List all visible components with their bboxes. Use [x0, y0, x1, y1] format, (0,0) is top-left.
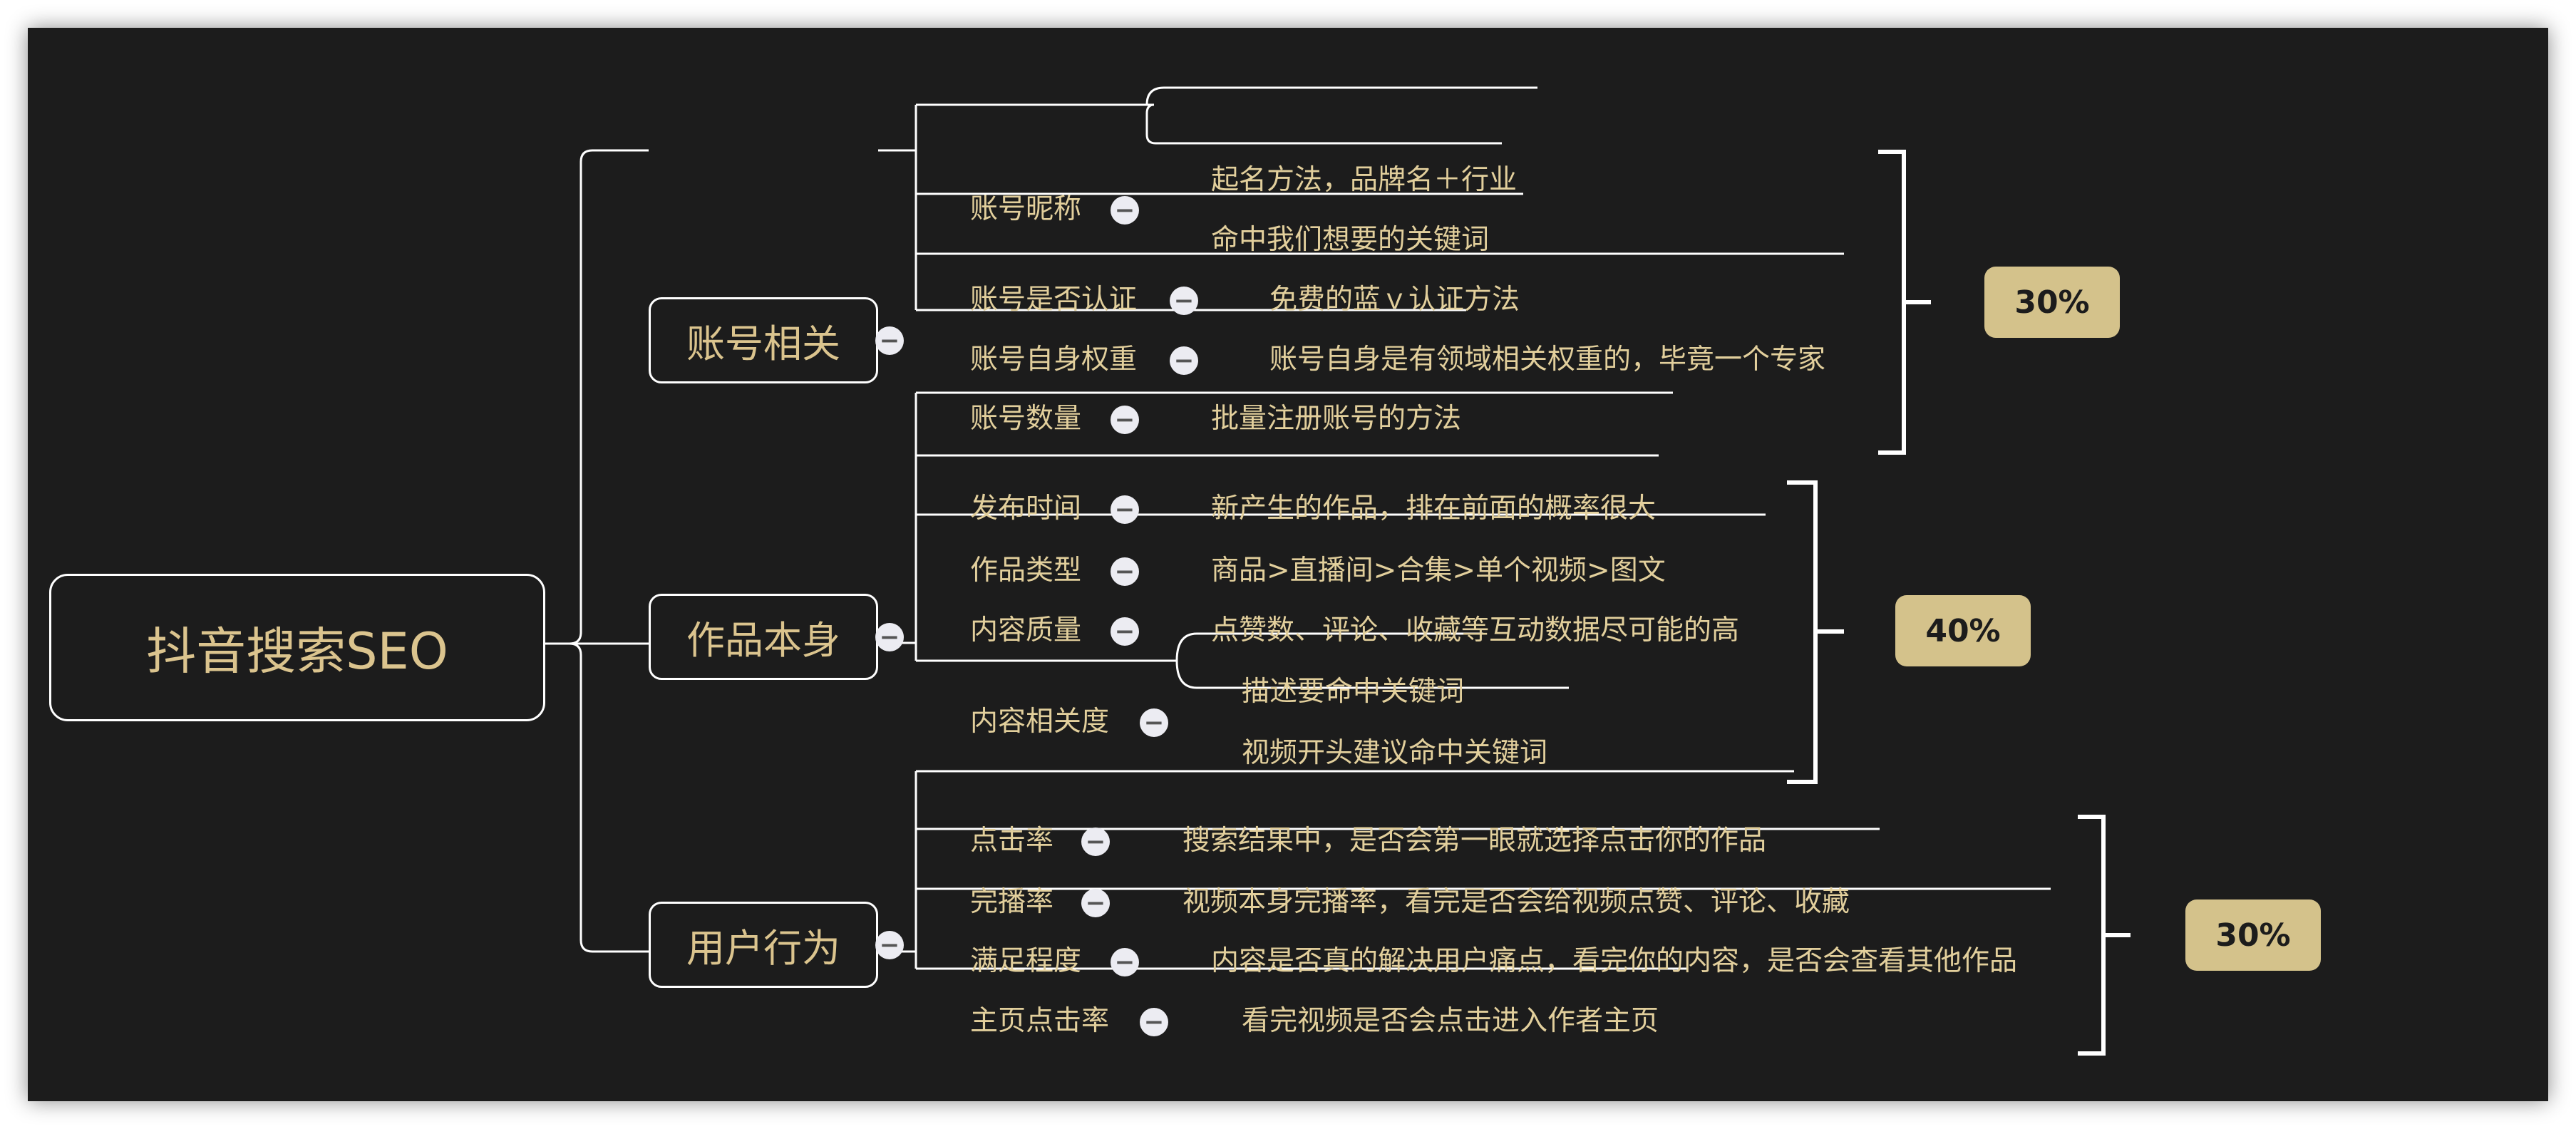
item-detail[interactable]: 视频本身完播率，看完是否会给视频点赞、评论、收藏	[1183, 886, 1850, 918]
collapse-icon[interactable]: −	[875, 326, 904, 355]
item-label[interactable]: 完播率	[970, 886, 1054, 918]
collapse-icon[interactable]: −	[1111, 495, 1139, 524]
collapse-icon[interactable]: −	[1111, 406, 1139, 434]
item-detail[interactable]: 免费的蓝ｖ认证方法	[1269, 284, 1520, 316]
item-label[interactable]: 账号自身权重	[970, 344, 1138, 376]
item-detail[interactable]: 命中我们想要的关键词	[1211, 224, 1490, 256]
collapse-icon[interactable]: −	[875, 623, 904, 651]
collapse-icon[interactable]: −	[1170, 287, 1198, 315]
item-detail[interactable]: 账号自身是有领域相关权重的，毕竟一个专家	[1269, 344, 1826, 376]
branch-node-user-behavior[interactable]: 用户行为	[649, 902, 878, 988]
item-detail[interactable]: 搜索结果中，是否会第一眼就选择点击你的作品	[1183, 825, 1767, 857]
item-label[interactable]: 账号数量	[970, 403, 1082, 435]
item-label[interactable]: 内容相关度	[970, 706, 1110, 738]
item-detail[interactable]: 新产生的作品，排在前面的概率很大	[1211, 493, 1657, 525]
collapse-icon[interactable]: −	[1140, 708, 1168, 737]
mindmap-canvas: 抖音搜索SEO 账号相关 作品本身 用户行为 − − − 账号昵称 − 起名方法…	[28, 28, 2548, 1101]
item-label[interactable]: 账号是否认证	[970, 284, 1138, 316]
item-label[interactable]: 点击率	[970, 825, 1054, 857]
branch-node-account[interactable]: 账号相关	[649, 297, 878, 383]
item-detail[interactable]: 描述要命中关键词	[1242, 676, 1465, 708]
collapse-icon[interactable]: −	[1111, 557, 1139, 586]
weight-badge-account: 30%	[1984, 267, 2120, 338]
collapse-icon[interactable]: −	[1170, 346, 1198, 375]
item-label[interactable]: 作品类型	[970, 555, 1082, 587]
connector-lines	[545, 86, 2131, 1056]
collapse-icon[interactable]: −	[875, 931, 904, 959]
collapse-icon[interactable]: −	[1081, 828, 1110, 856]
item-detail[interactable]: 起名方法，品牌名＋行业	[1211, 164, 1518, 196]
collapse-icon[interactable]: −	[1140, 1008, 1168, 1036]
collapse-icon[interactable]: −	[1111, 948, 1139, 976]
collapse-icon[interactable]: −	[1111, 617, 1139, 646]
item-detail[interactable]: 点赞数、评论、收藏等互动数据尽可能的高	[1211, 614, 1740, 646]
item-detail[interactable]: 看完视频是否会点击进入作者主页	[1242, 1005, 1659, 1037]
item-label[interactable]: 主页点击率	[970, 1005, 1110, 1037]
collapse-icon[interactable]: −	[1111, 196, 1139, 225]
branch-node-content[interactable]: 作品本身	[649, 594, 878, 680]
collapse-icon[interactable]: −	[1081, 889, 1110, 917]
item-detail[interactable]: 内容是否真的解决用户痛点，看完你的内容，是否会查看其他作品	[1211, 945, 2018, 977]
item-label[interactable]: 内容质量	[970, 614, 1082, 646]
root-node[interactable]: 抖音搜索SEO	[49, 574, 545, 721]
item-detail[interactable]: 视频开头建议命中关键词	[1242, 737, 1548, 769]
item-label[interactable]: 发布时间	[970, 493, 1082, 525]
item-label[interactable]: 账号昵称	[970, 193, 1082, 225]
weight-badge-user-behavior: 30%	[2185, 899, 2321, 971]
weight-badge-content: 40%	[1895, 595, 2031, 666]
item-label[interactable]: 满足程度	[970, 945, 1082, 977]
item-detail[interactable]: 商品>直播间>合集>单个视频>图文	[1211, 555, 1666, 587]
item-detail[interactable]: 批量注册账号的方法	[1211, 403, 1462, 435]
